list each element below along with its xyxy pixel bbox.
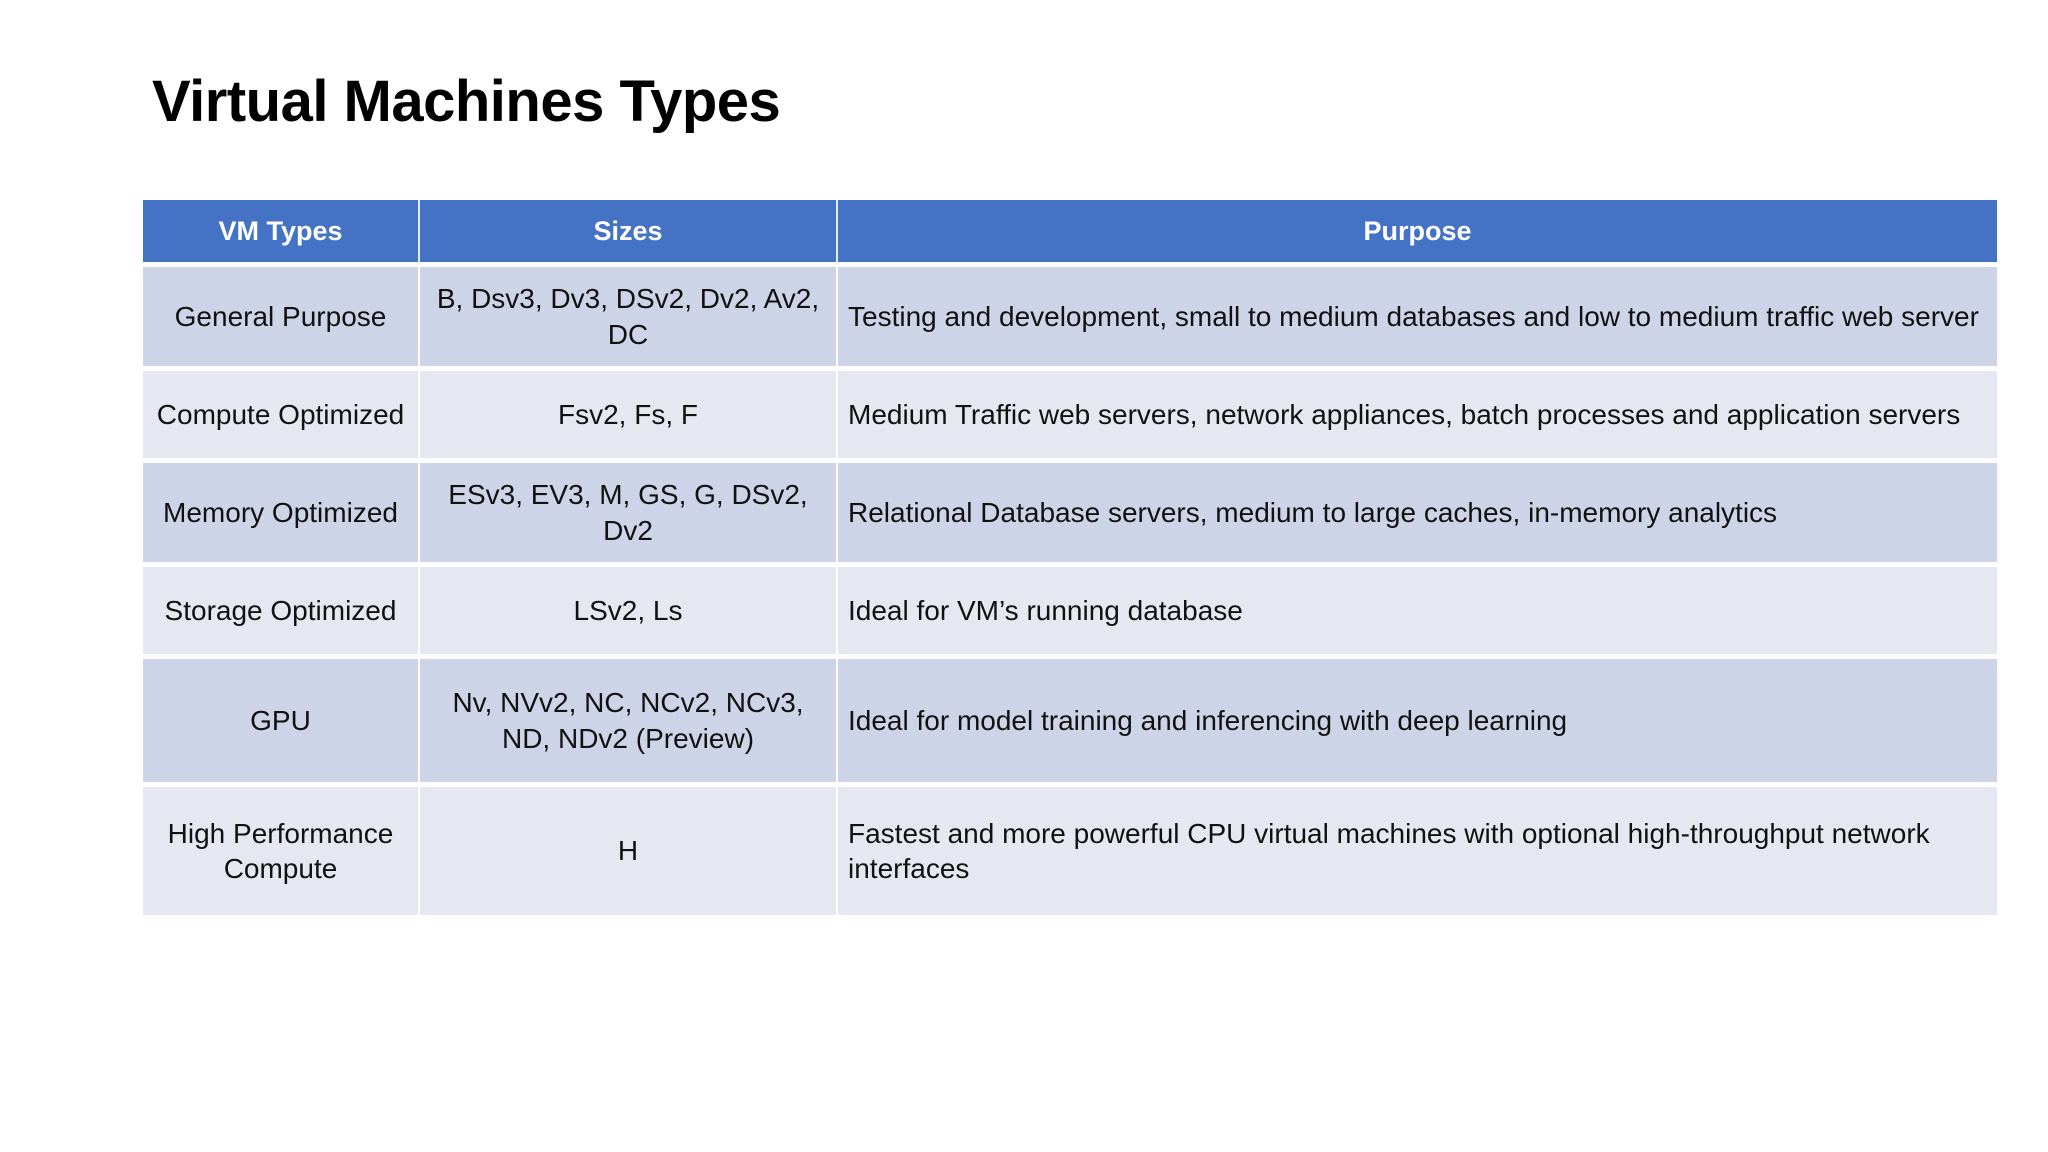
table-header: VM Types Sizes Purpose <box>143 200 1997 262</box>
cell-sizes: H <box>420 782 838 916</box>
column-header-vm-types: VM Types <box>143 200 420 262</box>
table-row: Storage Optimized LSv2, Ls Ideal for VM’… <box>143 562 1997 655</box>
column-header-purpose: Purpose <box>838 200 1997 262</box>
cell-sizes: Fsv2, Fs, F <box>420 366 838 459</box>
table-row: Memory Optimized ESv3, EV3, M, GS, G, DS… <box>143 458 1997 563</box>
table-row: General Purpose B, Dsv3, Dv3, DSv2, Dv2,… <box>143 262 1997 367</box>
cell-vm-type: Storage Optimized <box>143 562 420 655</box>
vm-types-table: VM Types Sizes Purpose General Purpose B… <box>143 200 1997 916</box>
cell-purpose: Ideal for VM’s running database <box>838 562 1997 655</box>
table-row: Compute Optimized Fsv2, Fs, F Medium Tra… <box>143 366 1997 459</box>
table-body: General Purpose B, Dsv3, Dv3, DSv2, Dv2,… <box>143 262 1997 916</box>
cell-purpose: Ideal for model training and inferencing… <box>838 654 1997 783</box>
cell-sizes: LSv2, Ls <box>420 562 838 655</box>
cell-sizes: B, Dsv3, Dv3, DSv2, Dv2, Av2, DC <box>420 262 838 367</box>
cell-vm-type: GPU <box>143 654 420 783</box>
cell-vm-type: General Purpose <box>143 262 420 367</box>
cell-sizes: Nv, NVv2, NC, NCv2, NCv3, ND, NDv2 (Prev… <box>420 654 838 783</box>
cell-purpose: Fastest and more powerful CPU virtual ma… <box>838 782 1997 916</box>
cell-vm-type: High Performance Compute <box>143 782 420 916</box>
cell-purpose: Medium Traffic web servers, network appl… <box>838 366 1997 459</box>
cell-sizes: ESv3, EV3, M, GS, G, DSv2, Dv2 <box>420 458 838 563</box>
table-row: High Performance Compute H Fastest and m… <box>143 782 1997 916</box>
cell-vm-type: Compute Optimized <box>143 366 420 459</box>
cell-vm-type: Memory Optimized <box>143 458 420 563</box>
table-row: GPU Nv, NVv2, NC, NCv2, NCv3, ND, NDv2 (… <box>143 654 1997 783</box>
table-header-row: VM Types Sizes Purpose <box>143 200 1997 262</box>
column-header-sizes: Sizes <box>420 200 838 262</box>
cell-purpose: Relational Database servers, medium to l… <box>838 458 1997 563</box>
page-title: Virtual Machines Types <box>152 69 781 134</box>
cell-purpose: Testing and development, small to medium… <box>838 262 1997 367</box>
